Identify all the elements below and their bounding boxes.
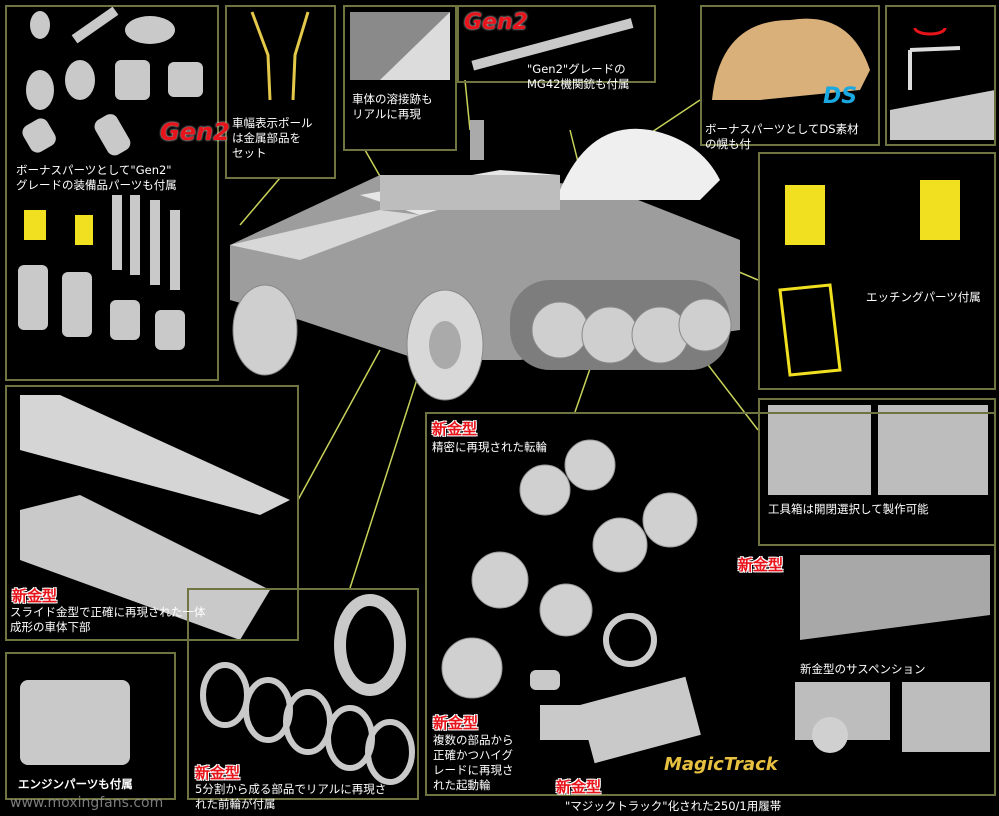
hull-caption: スライド金型で正確に再現された一体成形の車体下部	[10, 605, 206, 634]
panel-front-wheel	[187, 588, 419, 800]
new-mold-badge-hull: 新金型	[12, 587, 58, 605]
new-mold-badge-tracks: 新金型	[556, 778, 602, 796]
weld-caption: 車体の溶接跡もリアルに再現	[352, 92, 433, 121]
new-mold-badge-suspension: 新金型	[738, 556, 784, 574]
gen2-logo: Gen2	[160, 118, 230, 146]
new-mold-badge-road-wheels: 新金型	[432, 420, 478, 438]
poles-caption: 車幅表示ポールは金属部品をセット	[232, 116, 313, 160]
engine-caption: エンジンパーツも付属	[18, 777, 133, 791]
equipment-caption: ボーナスパーツとして"Gen2"グレードの装備品パーツも付属	[16, 163, 177, 192]
etching-caption: エッチングパーツ付属	[866, 290, 981, 304]
panel-mg42	[457, 5, 656, 83]
panel-etching	[758, 152, 996, 390]
gen2-logo-mg42: Gen2	[464, 10, 528, 35]
magic-track-logo: MagicTrack	[664, 754, 778, 775]
panel-running-gear	[425, 412, 996, 796]
new-mold-badge-front-wheel: 新金型	[195, 764, 241, 782]
front-wheel-caption: 5分割から成る部品でリアルに再現された前輪が付属	[195, 782, 387, 811]
panel-hull	[5, 385, 299, 641]
equipment-parts	[18, 6, 203, 350]
tracks-caption: "マジックトラック"化された250/1用履帯	[565, 799, 782, 813]
ds-logo: DS	[823, 84, 858, 109]
panel-rotation	[885, 5, 996, 146]
tarp-caption: ボーナスパーツとしてDS素材の幌も付	[705, 122, 859, 151]
sprocket-caption: 複数の部品から正確かつハイグレードに再現された起動輪	[433, 733, 514, 792]
toolbox-caption: 工具箱は開閉選択して製作可能	[768, 502, 929, 516]
new-mold-badge-sprocket: 新金型	[433, 714, 479, 732]
panel-poles	[225, 5, 336, 179]
halftrack-vehicle	[230, 120, 740, 401]
panel-tarp	[700, 5, 880, 146]
panel-engine	[5, 652, 176, 800]
road-wheels-caption: 精密に再現された転輪	[432, 440, 547, 454]
panel-equipment	[5, 5, 219, 381]
panel-weld	[343, 5, 457, 151]
suspension-caption: 新金型のサスペンション	[800, 662, 926, 676]
watermark: www.moxingfans.com	[10, 795, 164, 811]
